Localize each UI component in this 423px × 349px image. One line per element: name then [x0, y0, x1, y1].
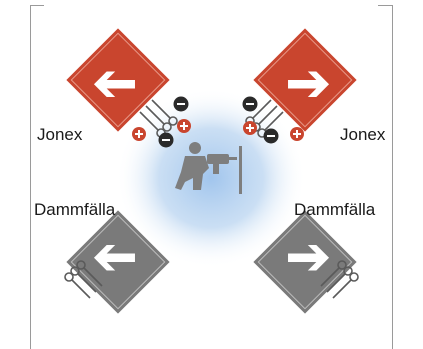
label-dammfalla-right: Dammfälla	[294, 201, 375, 218]
negative-ion-icon	[264, 129, 279, 144]
label-dammfalla-left: Dammfälla	[34, 201, 115, 218]
positive-ion-icon	[243, 121, 257, 135]
positive-ion-icon	[290, 127, 304, 141]
positive-ion-icon	[177, 119, 191, 133]
negative-ion-icon	[159, 133, 174, 148]
positive-ion-icon	[132, 127, 146, 141]
negative-ion-icon	[243, 97, 258, 112]
label-jonex-right: Jonex	[340, 126, 385, 143]
negative-ion-icon	[174, 97, 189, 112]
label-jonex-left: Jonex	[37, 126, 82, 143]
